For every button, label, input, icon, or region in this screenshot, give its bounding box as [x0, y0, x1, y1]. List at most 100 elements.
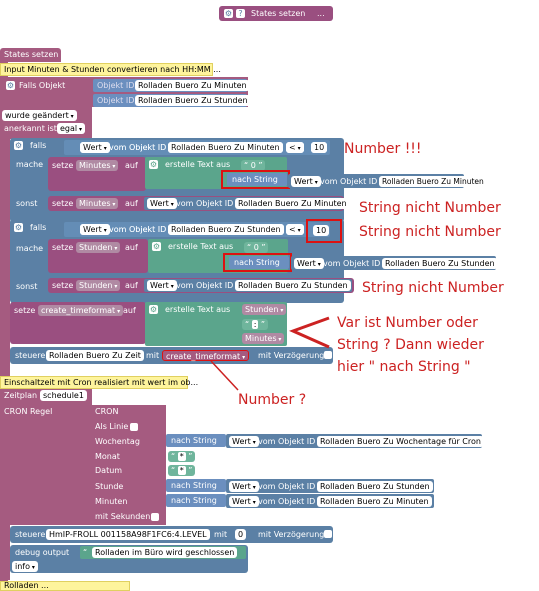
- value-block-wochentag[interactable]: Wert ▾ vom Objekt ID Rolladen Buero Zu W…: [226, 434, 484, 448]
- object-field[interactable]: Rolladen Buero Zu Minuten: [235, 198, 350, 209]
- zeitplan-block[interactable]: Zeitplan schedule1: [0, 389, 92, 403]
- object-field[interactable]: HmIP-FROLL 001158A98F1FC6:4.LEVEL: [46, 529, 210, 540]
- number-field[interactable]: 10: [311, 142, 328, 153]
- object-field[interactable]: Rolladen Buero Zu Minuten: [168, 142, 283, 153]
- value-block-stunde[interactable]: Wert ▾ vom Objekt ID Rolladen Buero Zu S…: [226, 479, 434, 493]
- object-field[interactable]: Rolladen Buero Zu Stunden: [168, 224, 284, 235]
- object-field[interactable]: Rolladen Buero Zu Stunden: [317, 481, 433, 492]
- objekt-id-block-2[interactable]: Objekt ID Rolladen Buero Zu Stunden: [93, 94, 251, 107]
- wert-dropdown[interactable]: Wert ▾: [80, 142, 110, 153]
- wert-dropdown[interactable]: Wert ▾: [147, 198, 177, 209]
- help-icon[interactable]: ?: [236, 9, 245, 18]
- comment-input[interactable]: Input Minuten & Stunden convertieren nac…: [0, 63, 221, 76]
- nach-string-block-1[interactable]: nach String: [227, 173, 287, 186]
- delay-checkbox[interactable]: [324, 530, 332, 538]
- wert-dropdown[interactable]: Wert ▾: [229, 436, 259, 447]
- gear-icon[interactable]: ⚙: [14, 141, 23, 150]
- gear-icon[interactable]: ⚙: [224, 9, 233, 18]
- annotation-var-1: Var ist Number oder: [337, 315, 478, 331]
- value-block[interactable]: Wert ▾ vom Objekt ID Rolladen Buero Zu S…: [144, 279, 352, 292]
- operator-dropdown[interactable]: < ▾: [286, 224, 304, 235]
- chevron-down-icon: ▾: [312, 179, 318, 186]
- mache-label: mache: [16, 244, 44, 253]
- object-field[interactable]: Rolladen Buero Zu Minuten: [135, 80, 250, 91]
- objekt-id-block-1[interactable]: Objekt ID Rolladen Buero Zu Minuten: [93, 79, 250, 92]
- gear-icon[interactable]: ⚙: [14, 223, 23, 232]
- trigger-type-dropdown[interactable]: wurde geändert ▾: [2, 110, 77, 121]
- value-block-minuten[interactable]: Wert ▾ vom Objekt ID Rolladen Buero Zu M…: [226, 494, 434, 508]
- variable-dropdown[interactable]: Stunden ▾: [76, 242, 121, 253]
- top-function-bar[interactable]: ⚙ ? States setzen ...: [219, 6, 333, 21]
- wert-dropdown[interactable]: Wert ▾: [229, 496, 259, 507]
- debug-block[interactable]: debug output “ Rolladen im Büro wird ges…: [10, 545, 248, 573]
- ack-dropdown[interactable]: egal ▾: [57, 123, 86, 134]
- chevron-down-icon: ▾: [112, 283, 118, 290]
- value-block-minutes[interactable]: Wert ▾ vom Objekt ID Rolladen Buero Zu M…: [288, 174, 487, 188]
- variable-dropdown[interactable]: Minutes ▾: [242, 333, 285, 344]
- number-field[interactable]: 0: [235, 529, 247, 540]
- number-field[interactable]: 10: [313, 225, 330, 236]
- cron-block[interactable]: [88, 405, 166, 525]
- debug-text-block[interactable]: “ Rolladen im Büro wird geschlossen: [80, 546, 246, 559]
- value-block-stunden[interactable]: Wert ▾ vom Objekt ID Rolladen Buero Zu S…: [291, 256, 498, 270]
- comment-cron[interactable]: Einschaltzeit mit Cron realisiert mit we…: [0, 376, 198, 389]
- set-minutes-else[interactable]: setze Minutes ▾ auf Wert ▾ vom Objekt ID…: [48, 196, 350, 211]
- datum-star[interactable]: “ * ”: [168, 465, 196, 476]
- object-field[interactable]: Rolladen Buero Zu Stunden: [382, 258, 498, 269]
- schedule-name-field[interactable]: schedule1: [40, 390, 87, 401]
- objekt-id-label: Objekt ID: [97, 81, 135, 90]
- nach-string-block-2[interactable]: nach String: [229, 256, 289, 269]
- create-text-block-3[interactable]: ⚙ erstelle Text aus Stunden ▾ “ : ” Minu…: [145, 302, 287, 346]
- text-colon[interactable]: “ : ”: [242, 319, 269, 330]
- object-field[interactable]: Rolladen Buero Zu Minuten: [317, 496, 432, 507]
- steuere-block-1[interactable]: steuere Rolladen Buero Zu Zeit mit creat…: [10, 347, 333, 364]
- text-zero[interactable]: “ 0 ”: [241, 160, 266, 171]
- variable-dropdown[interactable]: Stunden ▾: [242, 304, 287, 315]
- text-zero[interactable]: “ 0 ”: [244, 242, 269, 253]
- function-def-header[interactable]: States setzen: [0, 48, 61, 62]
- level-dropdown[interactable]: info ▾: [12, 561, 38, 572]
- wert-dropdown[interactable]: Wert ▾: [291, 176, 321, 187]
- nach-string-wochentag[interactable]: nach String: [166, 434, 226, 447]
- gear-icon[interactable]: ⚙: [6, 81, 15, 90]
- object-field[interactable]: Rolladen Buero Zu Minuten: [379, 176, 487, 187]
- variable-dropdown[interactable]: Minutes ▾: [76, 160, 119, 171]
- value-block[interactable]: Wert ▾ vom Objekt ID Rolladen Buero Zu M…: [144, 197, 350, 210]
- setze-label: setze: [14, 306, 36, 315]
- wert-dropdown[interactable]: Wert ▾: [147, 280, 177, 291]
- gear-icon[interactable]: ⚙: [149, 305, 158, 314]
- chevron-down-icon: ▾: [295, 145, 301, 152]
- variable-dropdown[interactable]: create_timeformat ▾: [162, 350, 250, 361]
- steuere-block-2[interactable]: steuere HmIP-FROLL 001158A98F1FC6:4.LEVE…: [10, 526, 333, 543]
- object-field[interactable]: Rolladen Buero Zu Stunden: [135, 95, 251, 106]
- gear-icon[interactable]: ⚙: [149, 160, 158, 169]
- debug-text-field[interactable]: Rolladen im Büro wird geschlossen: [92, 547, 238, 558]
- variable-dropdown[interactable]: Minutes ▾: [76, 198, 119, 209]
- object-field[interactable]: Rolladen Buero Zu Zeit: [46, 350, 144, 361]
- variable-dropdown[interactable]: Stunden ▾: [76, 280, 121, 291]
- monat-star[interactable]: “ * ”: [168, 451, 196, 462]
- variable-dropdown[interactable]: create_timeformat ▾: [38, 305, 124, 316]
- compare-block-2[interactable]: Wert ▾ vom Objekt ID Rolladen Buero Zu S…: [64, 222, 330, 237]
- nach-string-label: nach String: [171, 496, 217, 505]
- chevron-down-icon: ▾: [250, 484, 256, 491]
- mit-sekunden-checkbox[interactable]: [151, 513, 159, 521]
- wert-dropdown[interactable]: Wert ▾: [294, 258, 324, 269]
- set-stunden-else[interactable]: setze Stunden ▾ auf Wert ▾ vom Objekt ID…: [48, 278, 354, 293]
- als-linie-checkbox[interactable]: [130, 423, 138, 431]
- compare-block-1[interactable]: Wert ▾ vom Objekt ID Rolladen Buero Zu M…: [64, 140, 330, 155]
- nach-string-label: nach String: [171, 481, 217, 490]
- object-field[interactable]: Rolladen Buero Zu Wochentage für Cron: [317, 436, 484, 447]
- annotation-line: [210, 360, 239, 391]
- comment-text: Rolladen ...: [4, 581, 49, 590]
- wert-dropdown[interactable]: Wert ▾: [229, 481, 259, 492]
- comment-bottom[interactable]: Rolladen ...: [0, 581, 130, 591]
- nach-string-stunde[interactable]: nach String: [166, 479, 226, 492]
- delay-checkbox[interactable]: [324, 351, 332, 359]
- gear-icon[interactable]: ⚙: [152, 242, 161, 251]
- comment-text: Input Minuten & Stunden convertieren nac…: [4, 65, 221, 74]
- object-field[interactable]: Rolladen Buero Zu Stunden: [235, 280, 351, 291]
- nach-string-minuten[interactable]: nach String: [166, 494, 226, 507]
- wert-dropdown[interactable]: Wert ▾: [80, 224, 110, 235]
- operator-dropdown[interactable]: < ▾: [286, 142, 304, 153]
